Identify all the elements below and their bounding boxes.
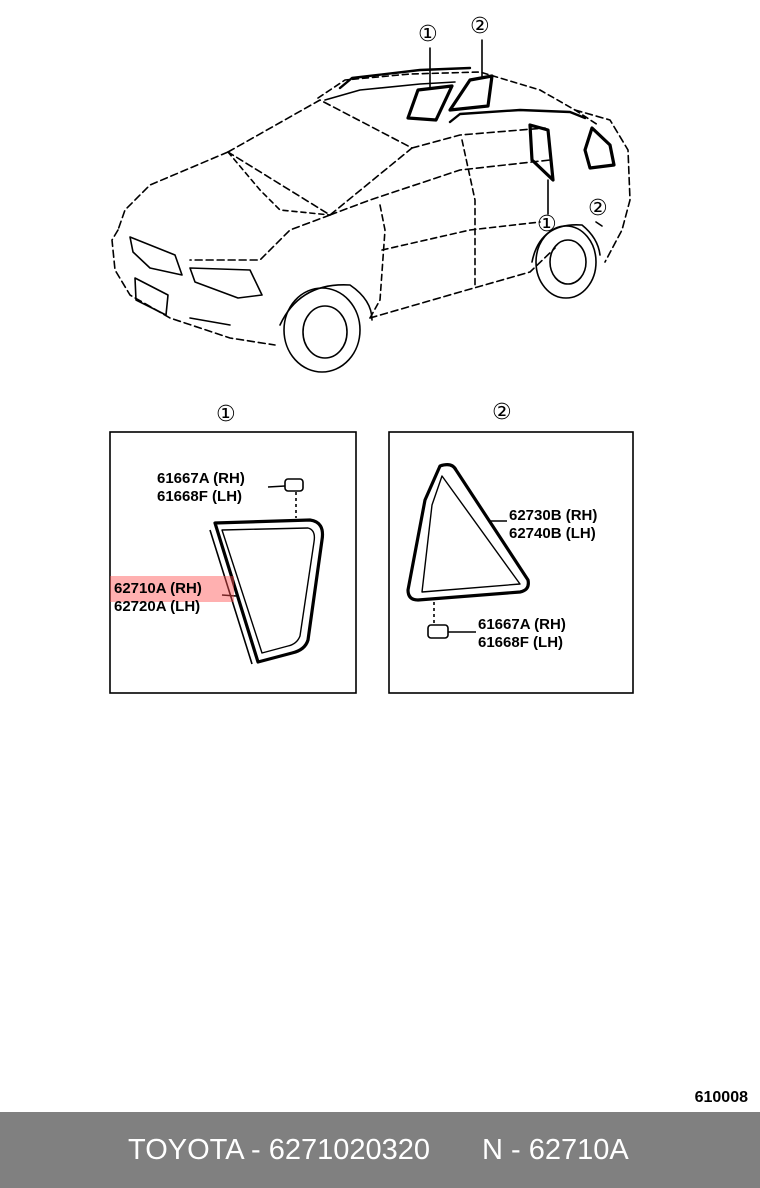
panel1-glass-rh[interactable]: 62710A (RH)	[114, 580, 202, 597]
diagram-code: 610008	[694, 1089, 748, 1106]
callout-2-roof: ②	[470, 14, 490, 39]
footer-bar: TOYOTA - 6271020320 N - 62710A	[0, 1112, 760, 1188]
callout-1-roof: ①	[418, 22, 438, 47]
panel2-glass-lh[interactable]: 62740B (LH)	[509, 525, 596, 542]
footer-part-number: TOYOTA - 6271020320	[128, 1134, 431, 1166]
panel1-glass-lh[interactable]: 62720A (LH)	[114, 598, 201, 615]
panel-1-title: ①	[216, 402, 236, 427]
panel2-glass-rh[interactable]: 62730B (RH)	[509, 507, 598, 524]
panel-2-title: ②	[492, 400, 512, 425]
panel2-clip-lh[interactable]: 61668F (LH)	[478, 634, 564, 651]
panel2-clip-rh[interactable]: 61667A (RH)	[478, 616, 566, 633]
panel1-clip-lh[interactable]: 61668F (LH)	[157, 488, 243, 505]
highlight-62710a	[110, 576, 234, 602]
car-illustration	[109, 39, 634, 694]
footer-ref-code: N - 62710A	[482, 1134, 629, 1166]
panel1-clip-rh[interactable]: 61667A (RH)	[157, 470, 245, 487]
callout-2-side: ②	[588, 196, 608, 221]
callout-1-side: ①	[537, 212, 557, 237]
parts-diagram: ① ② ① ② ① ② 61667A (RH) 61668F (LH) 6271…	[109, 14, 748, 1106]
